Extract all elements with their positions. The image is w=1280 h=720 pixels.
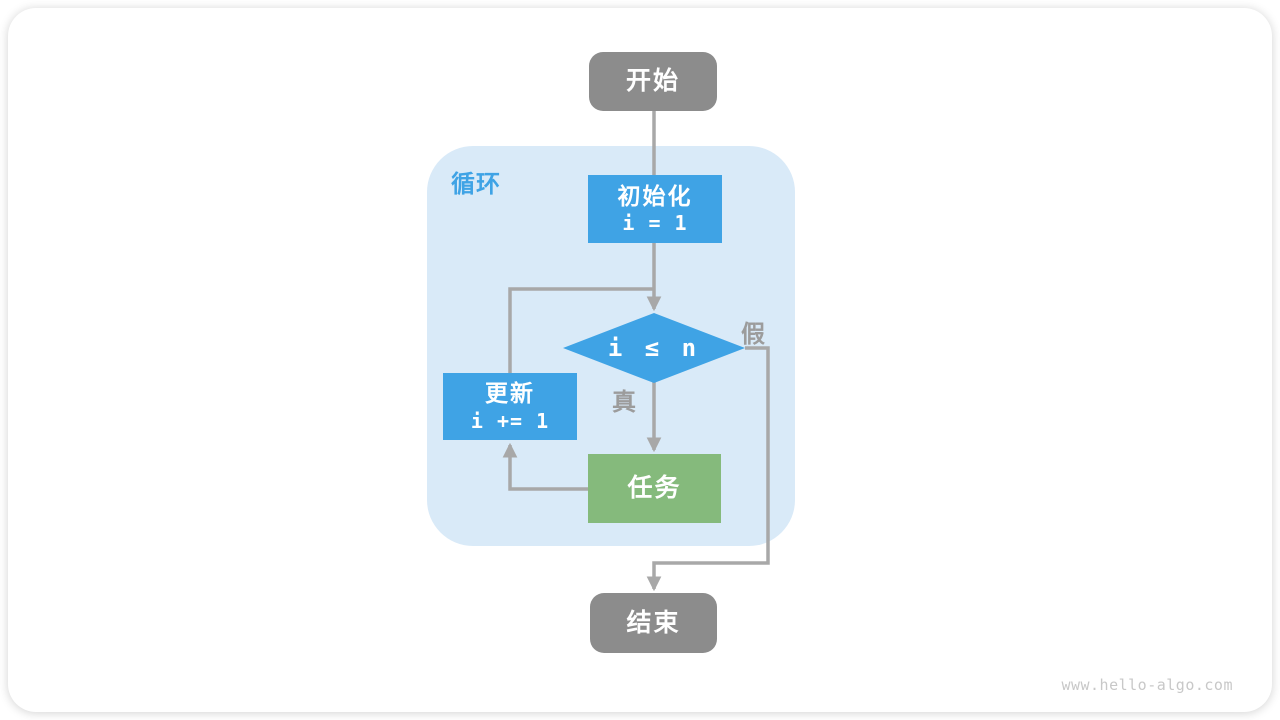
node-start-label: 开始 [625,67,680,96]
node-update: 更新 i += 1 [443,373,577,440]
loop-region-label: 循环 [451,171,501,198]
node-task: 任务 [588,454,721,523]
edge-label-false: 假 [741,321,765,348]
node-task-label: 任务 [627,474,682,503]
node-update-code: i += 1 [470,408,550,433]
edge-update-to-merge [508,287,654,373]
node-init-label: 初始化 [617,182,693,209]
node-end: 结束 [590,593,717,653]
node-condition-label: i ≤ n [607,334,701,362]
edge-label-true: 真 [612,389,636,416]
watermark: www.hello-algo.com [1061,676,1233,694]
node-init: 初始化 i = 1 [588,175,722,243]
edge-task-to-update [502,442,588,491]
node-end-label: 结束 [626,608,681,637]
node-init-code: i = 1 [622,211,688,236]
node-start: 开始 [589,52,717,111]
node-update-label: 更新 [485,380,535,407]
edge-condition-false-to-end [646,346,770,592]
